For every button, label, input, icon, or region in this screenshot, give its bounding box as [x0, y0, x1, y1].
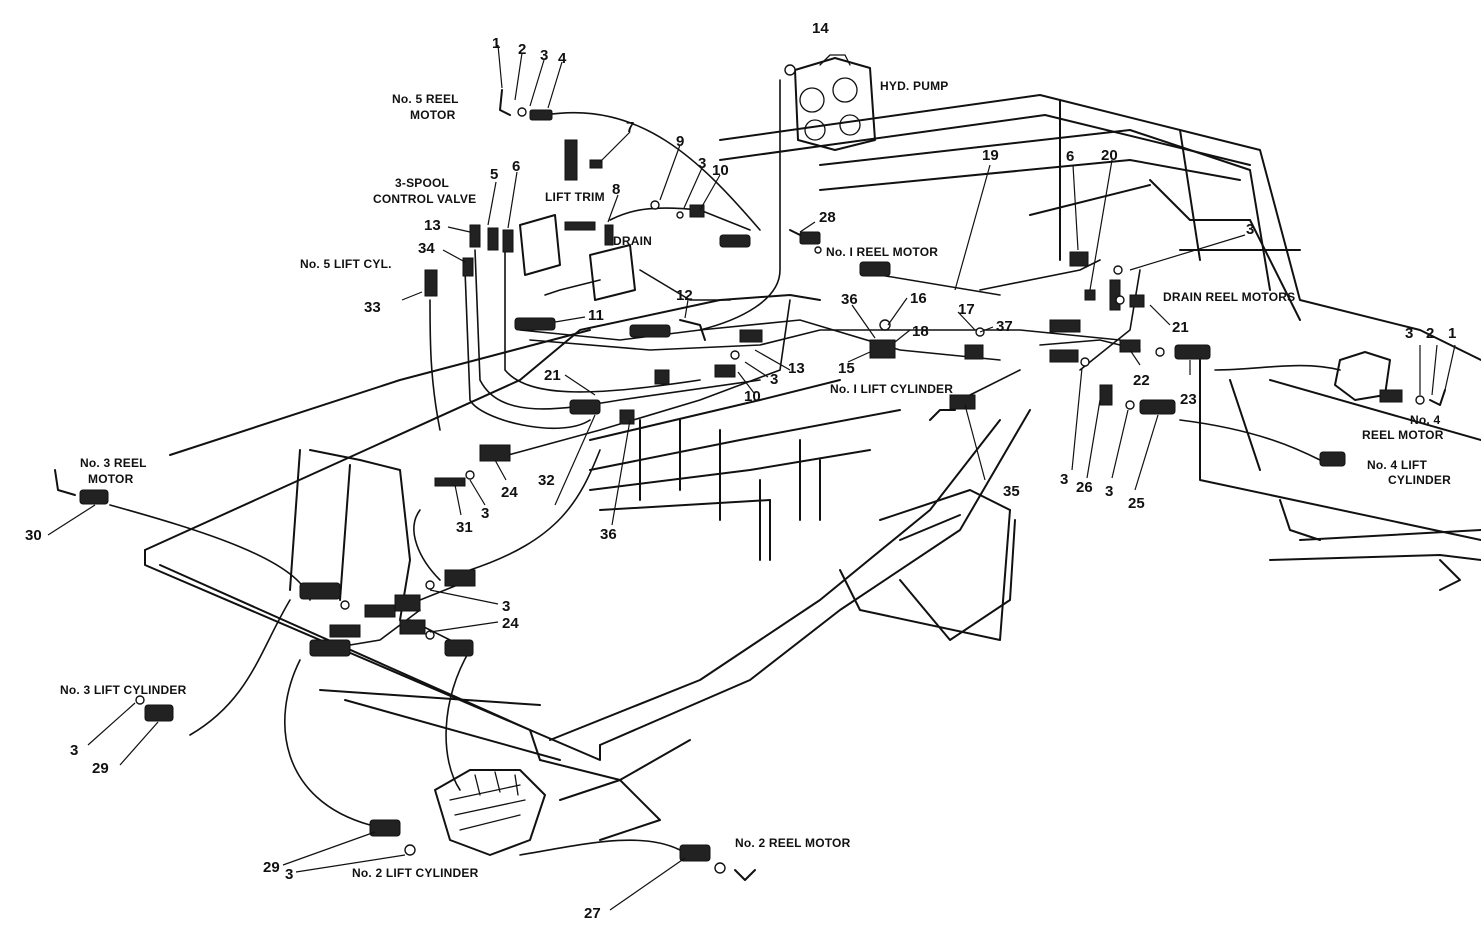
- label-no2-lift-cylinder: No. 2 LIFT CYLINDER: [352, 866, 479, 880]
- label-no4-lift-cylinder-2: CYLINDER: [1388, 473, 1451, 487]
- callout: 5: [490, 166, 498, 183]
- callout-numbers: 14 1 2 3 4 7 9 3 10 5 6 8 13 34 33 11 12…: [25, 20, 1456, 922]
- callout: 30: [25, 527, 42, 544]
- callout: 1: [492, 35, 500, 52]
- label-no1-reel-motor: No. I REEL MOTOR: [826, 245, 938, 259]
- label-lift-trim: LIFT TRIM: [545, 190, 605, 204]
- callout: 37: [996, 318, 1013, 335]
- callout: 27: [584, 905, 601, 922]
- callout: 1: [1448, 325, 1456, 342]
- callout: 36: [600, 526, 617, 543]
- label-no4-reel-motor-2: REEL MOTOR: [1362, 428, 1444, 442]
- fittings: [54, 64, 1446, 881]
- callout: 7: [626, 119, 634, 136]
- callout: 14: [812, 20, 829, 37]
- callout: 6: [512, 158, 520, 175]
- label-no4-reel-motor: No. 4: [1410, 413, 1440, 427]
- leader-lines: [47, 44, 1456, 911]
- callout: 3: [285, 866, 293, 883]
- callout: 10: [712, 162, 729, 179]
- machine-frame: [144, 54, 1481, 856]
- callout: 33: [364, 299, 381, 316]
- label-no3-lift-cylinder: No. 3 LIFT CYLINDER: [60, 683, 187, 697]
- callout: 9: [676, 133, 684, 150]
- callout: 17: [958, 301, 975, 318]
- callout: 15: [838, 360, 855, 377]
- label-drain-reel-motors: DRAIN REEL MOTORS: [1163, 290, 1295, 304]
- callout: 18: [912, 323, 929, 340]
- label-no5-lift-cyl: No. 5 LIFT CYL.: [300, 257, 392, 271]
- callout: 13: [788, 360, 805, 377]
- label-no1-lift-cylinder: No. I LIFT CYLINDER: [830, 382, 953, 396]
- callout: 28: [819, 209, 836, 226]
- callout: 35: [1003, 483, 1020, 500]
- label-no4-lift-cylinder: No. 4 LIFT: [1367, 458, 1427, 472]
- callout: 19: [982, 147, 999, 164]
- callout: 10: [744, 388, 761, 405]
- label-no3-reel-motor-2: MOTOR: [88, 472, 134, 486]
- callout: 6: [1066, 148, 1074, 165]
- callout: 2: [1426, 325, 1434, 342]
- callout: 36: [841, 291, 858, 308]
- label-no2-reel-motor: No. 2 REEL MOTOR: [735, 836, 851, 850]
- callout: 3: [1060, 471, 1068, 488]
- callout: 31: [456, 519, 473, 536]
- callout: 11: [588, 307, 604, 324]
- callout: 32: [538, 472, 555, 489]
- callout: 12: [676, 287, 693, 304]
- label-no5-reel-motor: No. 5 REEL: [392, 92, 459, 106]
- callout: 22: [1133, 372, 1150, 389]
- callout: 2: [518, 41, 526, 58]
- label-spool-valve-2: CONTROL VALVE: [373, 192, 476, 206]
- callout: 24: [502, 615, 519, 632]
- callout: 23: [1180, 391, 1197, 408]
- callout: 3: [70, 742, 78, 759]
- callout: 16: [910, 290, 927, 307]
- label-spool-valve: 3-SPOOL: [395, 176, 449, 190]
- callout: 26: [1076, 479, 1093, 496]
- label-drain: DRAIN: [613, 234, 652, 248]
- callout: 21: [544, 367, 561, 384]
- callout: 25: [1128, 495, 1145, 512]
- callout: 21: [1172, 319, 1189, 336]
- callout: 3: [770, 371, 778, 388]
- component-labels: No. 5 REEL MOTOR HYD. PUMP 3-SPOOL CONTR…: [60, 79, 1451, 880]
- callout: 3: [698, 155, 706, 172]
- callout: 29: [92, 760, 109, 777]
- callout: 13: [424, 217, 441, 234]
- hydraulic-lines: [109, 79, 1341, 856]
- callout: 3: [540, 47, 548, 64]
- callout: 20: [1101, 147, 1118, 164]
- callout: 3: [1405, 325, 1413, 342]
- label-no5-reel-motor-2: MOTOR: [410, 108, 456, 122]
- callout: 34: [418, 240, 435, 257]
- label-no3-reel-motor: No. 3 REEL: [80, 456, 147, 470]
- callout: 8: [612, 181, 620, 198]
- label-hyd-pump: HYD. PUMP: [880, 79, 948, 93]
- callout: 3: [481, 505, 489, 522]
- callout: 29: [263, 859, 280, 876]
- callout: 3: [1105, 483, 1113, 500]
- callout: 24: [501, 484, 518, 501]
- callout: 4: [558, 50, 567, 67]
- callout: 3: [502, 598, 510, 615]
- callout: 3: [1246, 221, 1254, 238]
